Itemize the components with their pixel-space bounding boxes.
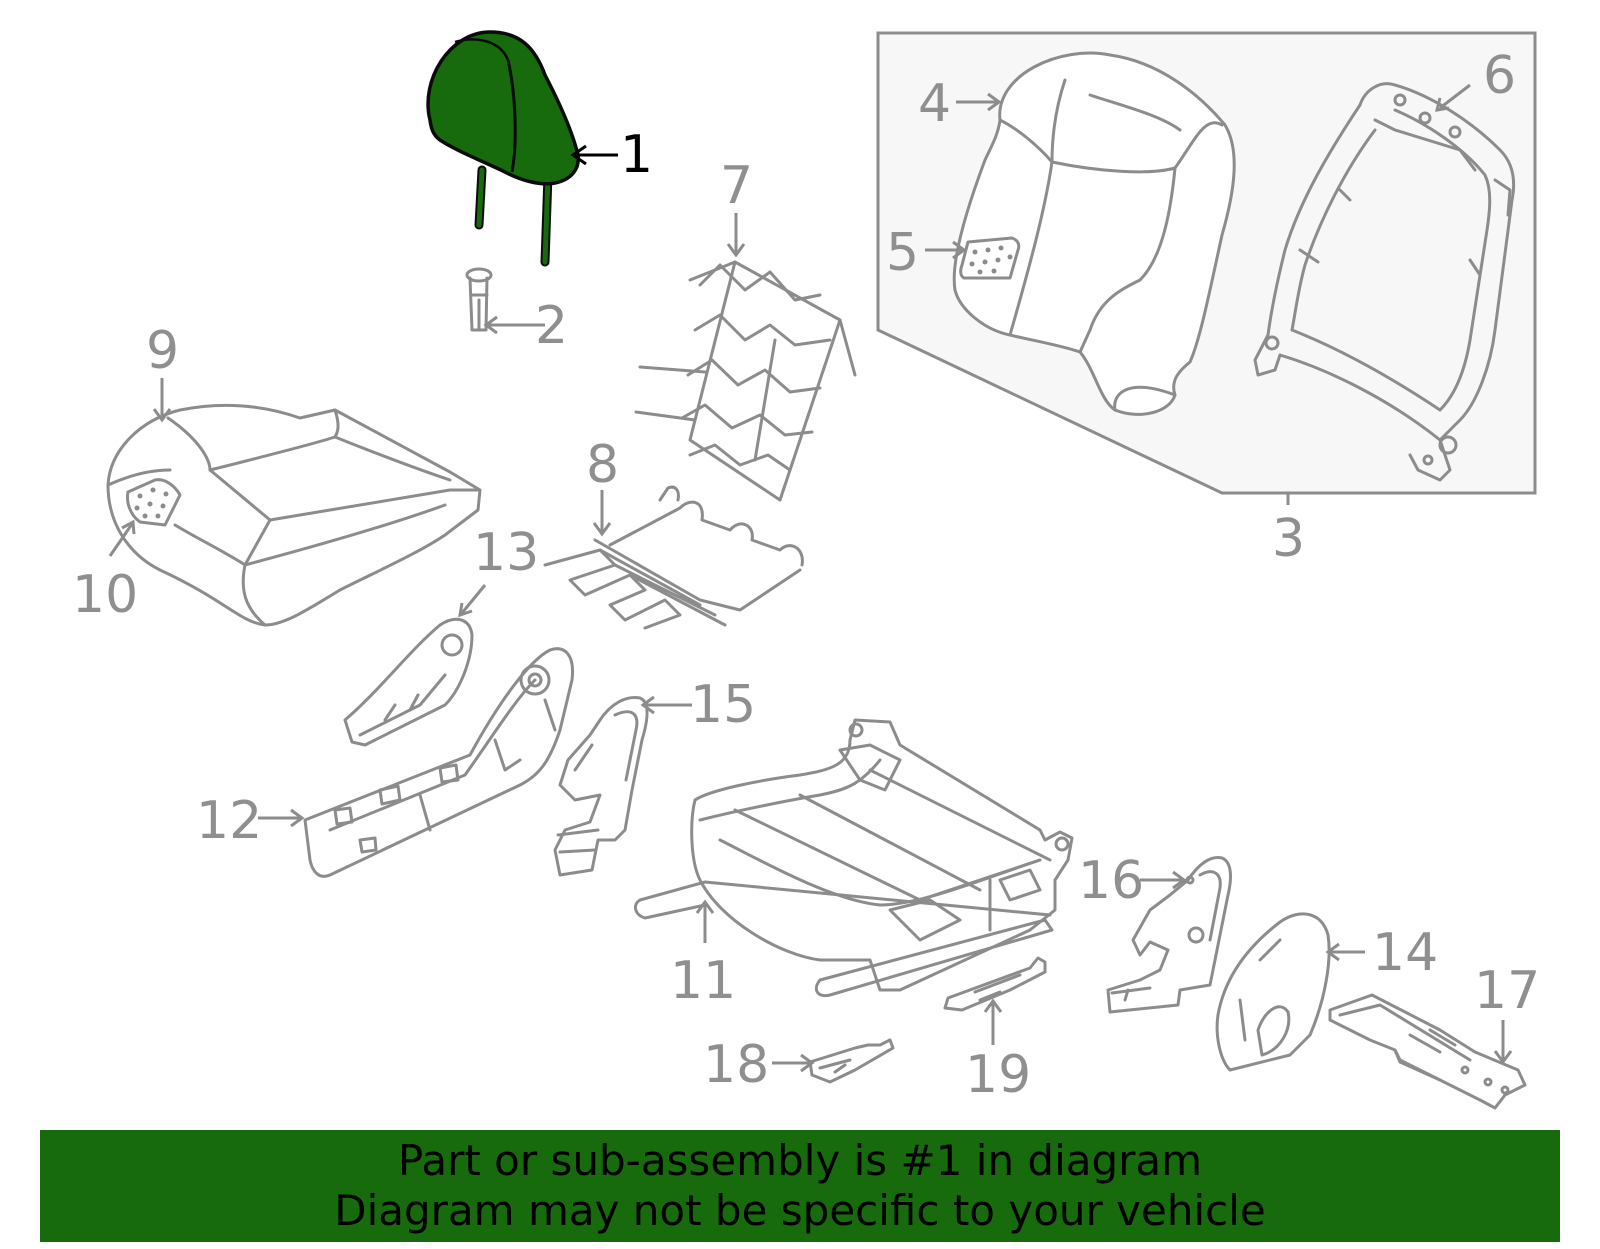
callout-14[interactable]: 14 bbox=[1372, 923, 1438, 983]
banner-line-1: Part or sub-assembly is #1 in diagram bbox=[397, 1136, 1203, 1185]
callout-leaders bbox=[108, 83, 1513, 1073]
part-9-cushion-cover[interactable] bbox=[106, 403, 482, 627]
banner-line-2: Diagram may not be specific to your vehi… bbox=[334, 1186, 1266, 1235]
callout-15[interactable]: 15 bbox=[690, 675, 756, 735]
callout-12[interactable]: 12 bbox=[196, 791, 262, 851]
part-1-headrest[interactable] bbox=[426, 30, 580, 267]
callout-numbers: 1 2 3 4 5 6 7 8 9 10 11 12 13 14 15 16 1… bbox=[72, 46, 1540, 1105]
callout-17[interactable]: 17 bbox=[1474, 961, 1540, 1021]
callout-18[interactable]: 18 bbox=[703, 1035, 769, 1095]
callout-13[interactable]: 13 bbox=[473, 523, 539, 583]
part-2-guide[interactable] bbox=[465, 267, 493, 332]
part-5-heater-pad[interactable] bbox=[959, 236, 1021, 280]
part-11-seat-track-frame[interactable] bbox=[633, 718, 1074, 998]
callout-5[interactable]: 5 bbox=[886, 223, 919, 283]
part-6-seatback-frame[interactable] bbox=[1253, 82, 1515, 482]
part-14-recliner-cover-right[interactable] bbox=[1215, 912, 1331, 1072]
callout-19[interactable]: 19 bbox=[965, 1045, 1031, 1105]
callout-1[interactable]: 1 bbox=[620, 125, 653, 185]
part-7-back-spring[interactable] bbox=[634, 260, 857, 502]
part-18-small-bracket[interactable] bbox=[808, 1038, 895, 1084]
callout-9[interactable]: 9 bbox=[146, 321, 179, 381]
part-17-bracket[interactable] bbox=[1328, 993, 1527, 1110]
part-12-outer-side-shield[interactable] bbox=[303, 647, 575, 878]
part-8-cushion-spring[interactable] bbox=[543, 485, 804, 630]
callout-3[interactable]: 3 bbox=[1272, 509, 1305, 569]
part-15-inner-shield[interactable] bbox=[553, 695, 649, 877]
callout-16[interactable]: 16 bbox=[1078, 851, 1144, 911]
callout-2[interactable]: 2 bbox=[535, 296, 568, 356]
part-16-inner-shield-right[interactable] bbox=[1106, 855, 1232, 1014]
callout-6[interactable]: 6 bbox=[1483, 46, 1516, 106]
part-19-small-bracket-2[interactable] bbox=[943, 956, 1047, 1012]
info-banner: Part or sub-assembly is #1 in diagram Di… bbox=[40, 1130, 1560, 1242]
part-13-recliner-cover[interactable] bbox=[343, 617, 474, 747]
callout-10[interactable]: 10 bbox=[72, 565, 138, 625]
callout-7[interactable]: 7 bbox=[720, 156, 753, 216]
part-4-seatback-cover[interactable] bbox=[952, 51, 1236, 416]
callout-11[interactable]: 11 bbox=[670, 951, 736, 1011]
callout-4[interactable]: 4 bbox=[918, 74, 951, 134]
callout-8[interactable]: 8 bbox=[586, 435, 619, 495]
part-10-cushion-heater-pad[interactable] bbox=[126, 478, 182, 527]
